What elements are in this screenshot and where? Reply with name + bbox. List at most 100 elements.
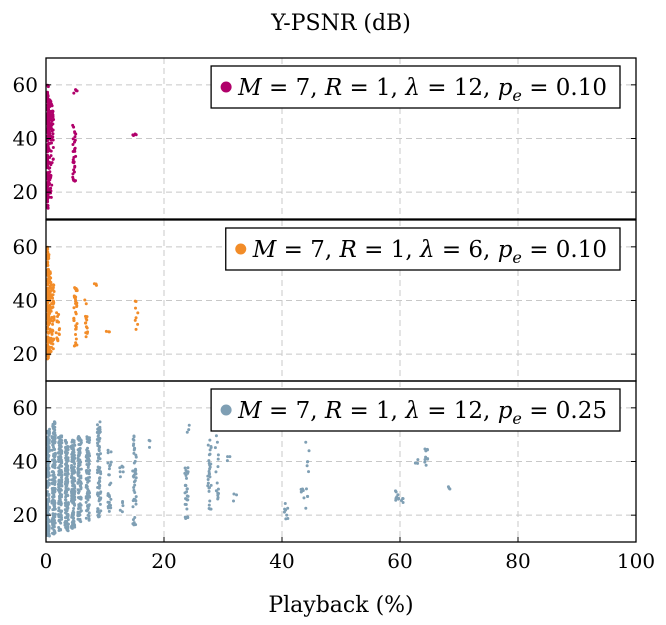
data-point [106, 451, 110, 455]
data-point [59, 469, 63, 473]
data-point [77, 435, 81, 439]
data-point [66, 448, 70, 452]
data-point [50, 161, 54, 165]
data-point [185, 507, 189, 511]
data-point [72, 483, 76, 487]
x-tick-label: 20 [151, 549, 176, 573]
data-point [49, 309, 53, 313]
data-point [72, 440, 76, 444]
data-point [134, 502, 138, 506]
data-point [71, 513, 75, 517]
data-point [87, 479, 91, 483]
data-point [72, 465, 76, 469]
data-point [183, 502, 187, 506]
data-point [57, 479, 61, 483]
data-point [97, 427, 101, 431]
data-point [86, 330, 90, 334]
data-point [46, 155, 50, 159]
data-point [107, 467, 111, 471]
data-point [71, 137, 75, 141]
data-point [183, 491, 187, 495]
data-point [121, 501, 125, 505]
data-point [99, 509, 103, 513]
data-point [72, 507, 76, 511]
data-point [57, 328, 61, 332]
data-point [286, 506, 290, 510]
data-point [71, 497, 75, 501]
data-point [71, 123, 75, 127]
data-point [206, 484, 210, 488]
data-point [228, 455, 232, 459]
data-point [49, 283, 53, 287]
data-point [216, 491, 220, 495]
data-point [53, 482, 57, 486]
data-point [183, 471, 187, 475]
data-point [65, 516, 69, 520]
data-point [132, 485, 136, 489]
data-point [74, 312, 78, 316]
data-point [107, 330, 111, 334]
data-point [74, 333, 78, 337]
data-point [183, 466, 187, 470]
data-point [52, 315, 56, 319]
data-point [131, 469, 135, 473]
data-point [71, 468, 75, 472]
data-point [77, 478, 81, 482]
data-point [52, 317, 56, 321]
data-point [132, 447, 136, 451]
data-point [79, 480, 83, 484]
data-point [95, 471, 99, 475]
data-point [77, 454, 81, 458]
data-point [97, 515, 101, 519]
data-point [66, 494, 70, 498]
data-point [423, 460, 427, 464]
data-point [106, 461, 110, 465]
data-point [73, 495, 77, 499]
data-point [73, 443, 77, 447]
data-point [66, 529, 70, 533]
data-point [85, 318, 89, 322]
data-point [66, 464, 70, 468]
data-point [60, 450, 64, 454]
data-point [206, 478, 210, 482]
data-point [46, 498, 50, 502]
data-point [397, 496, 401, 500]
y-tick-label: 40 [13, 289, 38, 313]
legend: M = 7, R = 1, λ = 6, pe = 0.10 [225, 227, 621, 271]
data-point [187, 428, 191, 432]
data-point [79, 441, 83, 445]
data-point [63, 472, 67, 476]
data-point [51, 423, 55, 427]
data-point [57, 458, 61, 462]
data-point [47, 449, 51, 453]
data-point [57, 494, 61, 498]
data-point [46, 331, 50, 335]
data-point [77, 451, 81, 455]
data-point [184, 476, 188, 480]
data-point [73, 146, 77, 150]
data-point [78, 475, 82, 479]
data-point [58, 527, 62, 531]
data-point [134, 476, 138, 480]
data-point [46, 261, 49, 265]
data-point [120, 510, 124, 514]
data-point [107, 509, 111, 513]
data-point [47, 109, 51, 113]
data-point [416, 458, 420, 462]
data-point [53, 521, 57, 525]
data-point [76, 470, 80, 474]
data-point [76, 448, 80, 452]
data-point [46, 451, 49, 455]
data-point [74, 324, 78, 328]
data-point [76, 510, 80, 514]
data-point [448, 487, 452, 491]
data-point [46, 197, 49, 201]
data-point [48, 336, 52, 340]
data-point [74, 132, 78, 136]
data-point [51, 305, 55, 309]
data-point [71, 150, 75, 154]
data-point [78, 513, 82, 517]
data-point [208, 448, 212, 452]
data-point [74, 286, 78, 290]
